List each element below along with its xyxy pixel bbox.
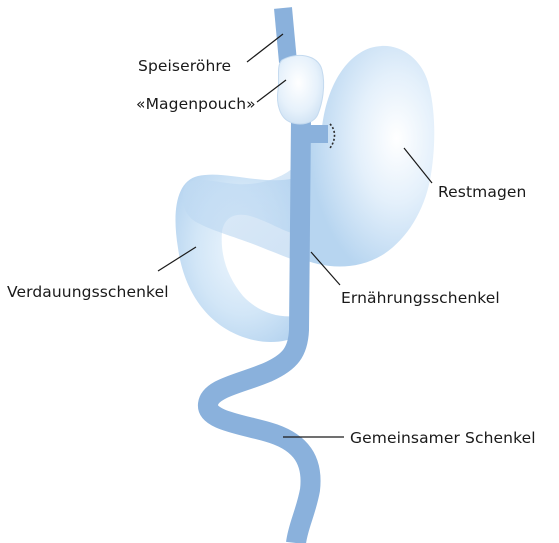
label-gastric-pouch: «Magenpouch» (136, 95, 256, 113)
label-esophagus: Speiseröhre (138, 57, 231, 75)
esophagus-leader-line (247, 34, 283, 62)
gastric-pouch-shape (278, 55, 324, 124)
label-common-limb: Gemeinsamer Schenkel (350, 429, 536, 447)
label-alimentary-limb: Ernährungsschenkel (341, 289, 500, 307)
label-digestive-limb: Verdauungsschenkel (7, 283, 169, 301)
esophagus-tube (283, 8, 288, 62)
label-remnant-stomach: Restmagen (438, 183, 526, 201)
